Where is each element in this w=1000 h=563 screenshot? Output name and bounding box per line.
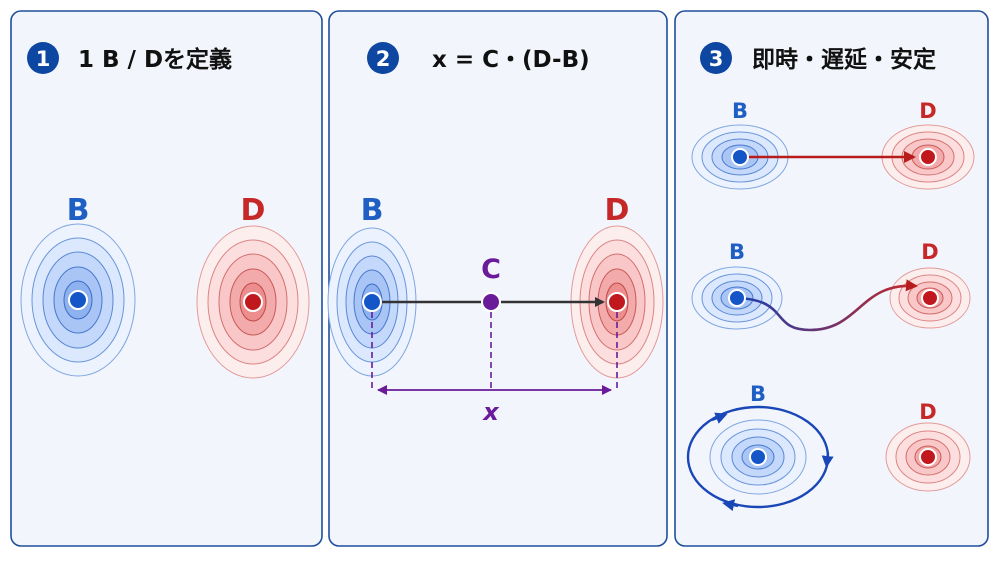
panel-3-row2-b-point: [728, 289, 746, 307]
panel-2-d-point: [607, 292, 627, 312]
panel-3: 3 即時・遅延・安定 B D B D: [674, 10, 989, 547]
panel-2-b-point: [362, 292, 382, 312]
panel-2-label-d: D: [605, 193, 630, 228]
panel-1-label-b: B: [67, 193, 90, 228]
panel-3-title: 即時・遅延・安定: [752, 46, 936, 73]
panel-3-row1-label-b: B: [732, 99, 748, 123]
panel-3-row1-b-point: [731, 148, 749, 166]
panel-1-d-point: [243, 292, 263, 312]
panel-1-b-point: [68, 290, 88, 310]
panel-3-row-delayed: B D: [691, 240, 971, 332]
panel-2-number-badge: [367, 42, 399, 74]
panel-3-row2-label-d: D: [921, 240, 938, 264]
panel-3-row1-d-point: [919, 148, 937, 166]
panel-3-row2-curved-arrow: [736, 279, 918, 332]
panel-2-number: 2: [376, 47, 391, 71]
panel-2-c-point: [481, 292, 501, 312]
panel-3-number: 3: [709, 47, 724, 71]
panel-3-row3-label-b: B: [750, 382, 766, 406]
panel-3-row-immediate: B D: [691, 99, 975, 190]
panel-3-row3-b-point: [749, 448, 767, 466]
panel-3-row3-orbit-arrow-bottom: [722, 499, 739, 512]
panel-3-row3-orbit-arrow-top: [711, 412, 728, 424]
panel-3-number-badge: [700, 42, 732, 74]
panel-1-number-badge: [27, 42, 59, 74]
panel-2-background: [328, 10, 668, 547]
panel-3-row-stable: B D: [686, 382, 971, 512]
panel-1-number: 1: [36, 47, 51, 71]
panel-3-row2-label-b: B: [729, 240, 745, 264]
panel-3-row2-d-point: [921, 289, 939, 307]
panel-3-row3-orbit-arrow-right: [821, 452, 834, 468]
panel-1-background: [10, 10, 323, 547]
panel-3-row3-label-d: D: [919, 400, 936, 424]
panel-1-label-d: D: [241, 193, 266, 228]
panel-2-title: x = C・(D-B): [432, 47, 590, 73]
panel-1: 1 1 B / Dを定義 B D: [10, 10, 323, 547]
panel-1-title: 1 B / Dを定義: [78, 46, 232, 73]
panel-2-label-x: x: [482, 398, 500, 426]
panel-2-label-c: C: [481, 254, 501, 285]
panel-2: 2 x = C・(D-B) B D C x: [327, 10, 668, 547]
panel-3-row3-d-point: [919, 448, 937, 466]
panel-2-label-b: B: [361, 193, 384, 228]
panel-3-row1-label-d: D: [919, 99, 936, 123]
